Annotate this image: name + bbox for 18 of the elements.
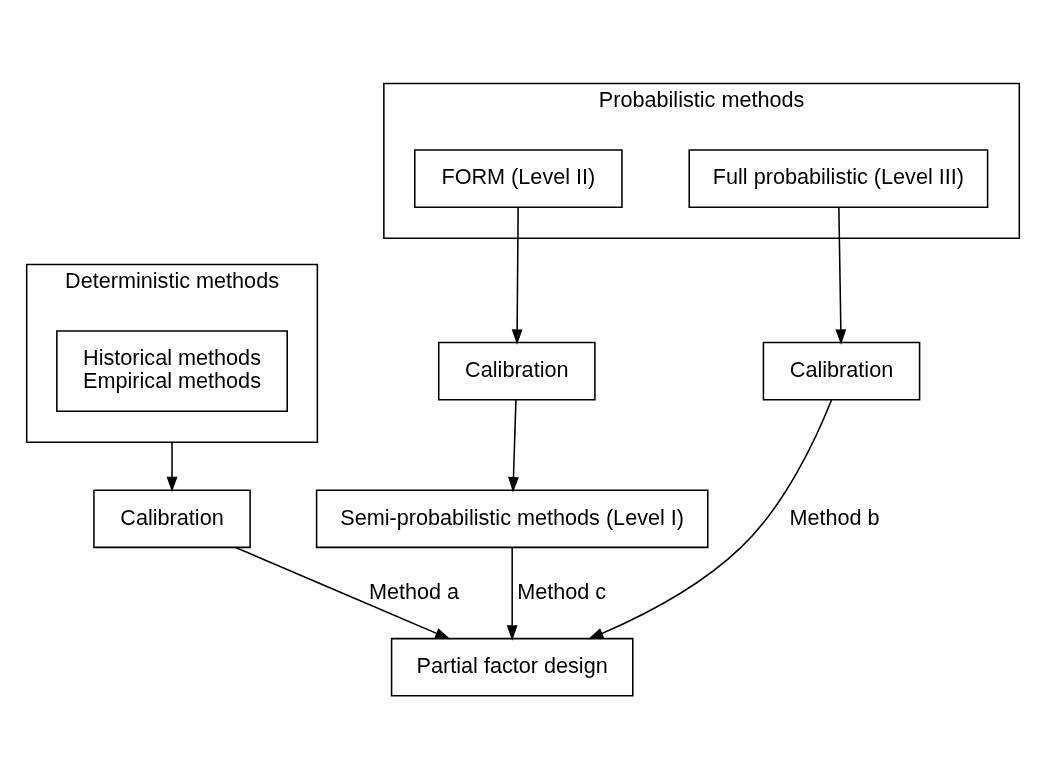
arrow	[587, 399, 833, 640]
node-box: Semi-probabilistic methods (Level I)	[315, 489, 709, 549]
node-box: Historical methods Empirical methods	[56, 330, 288, 413]
arrow	[508, 399, 519, 493]
arrow	[835, 206, 847, 345]
node-box: Calibration	[762, 341, 921, 401]
arrow	[506, 546, 518, 641]
arrow	[166, 441, 178, 493]
edge-label: Method c	[517, 578, 607, 604]
edge-label: Method b	[789, 504, 880, 530]
edge-label: Method a	[368, 578, 460, 604]
arrow	[234, 546, 451, 640]
node-box: Calibration	[437, 341, 596, 401]
arrow	[511, 206, 523, 345]
node-box: FORM (Level II)	[414, 149, 623, 208]
node-box: Partial factor design	[390, 637, 634, 697]
node-box: Full probabilistic (Level III)	[688, 149, 989, 208]
node-box: Calibration	[93, 489, 251, 549]
